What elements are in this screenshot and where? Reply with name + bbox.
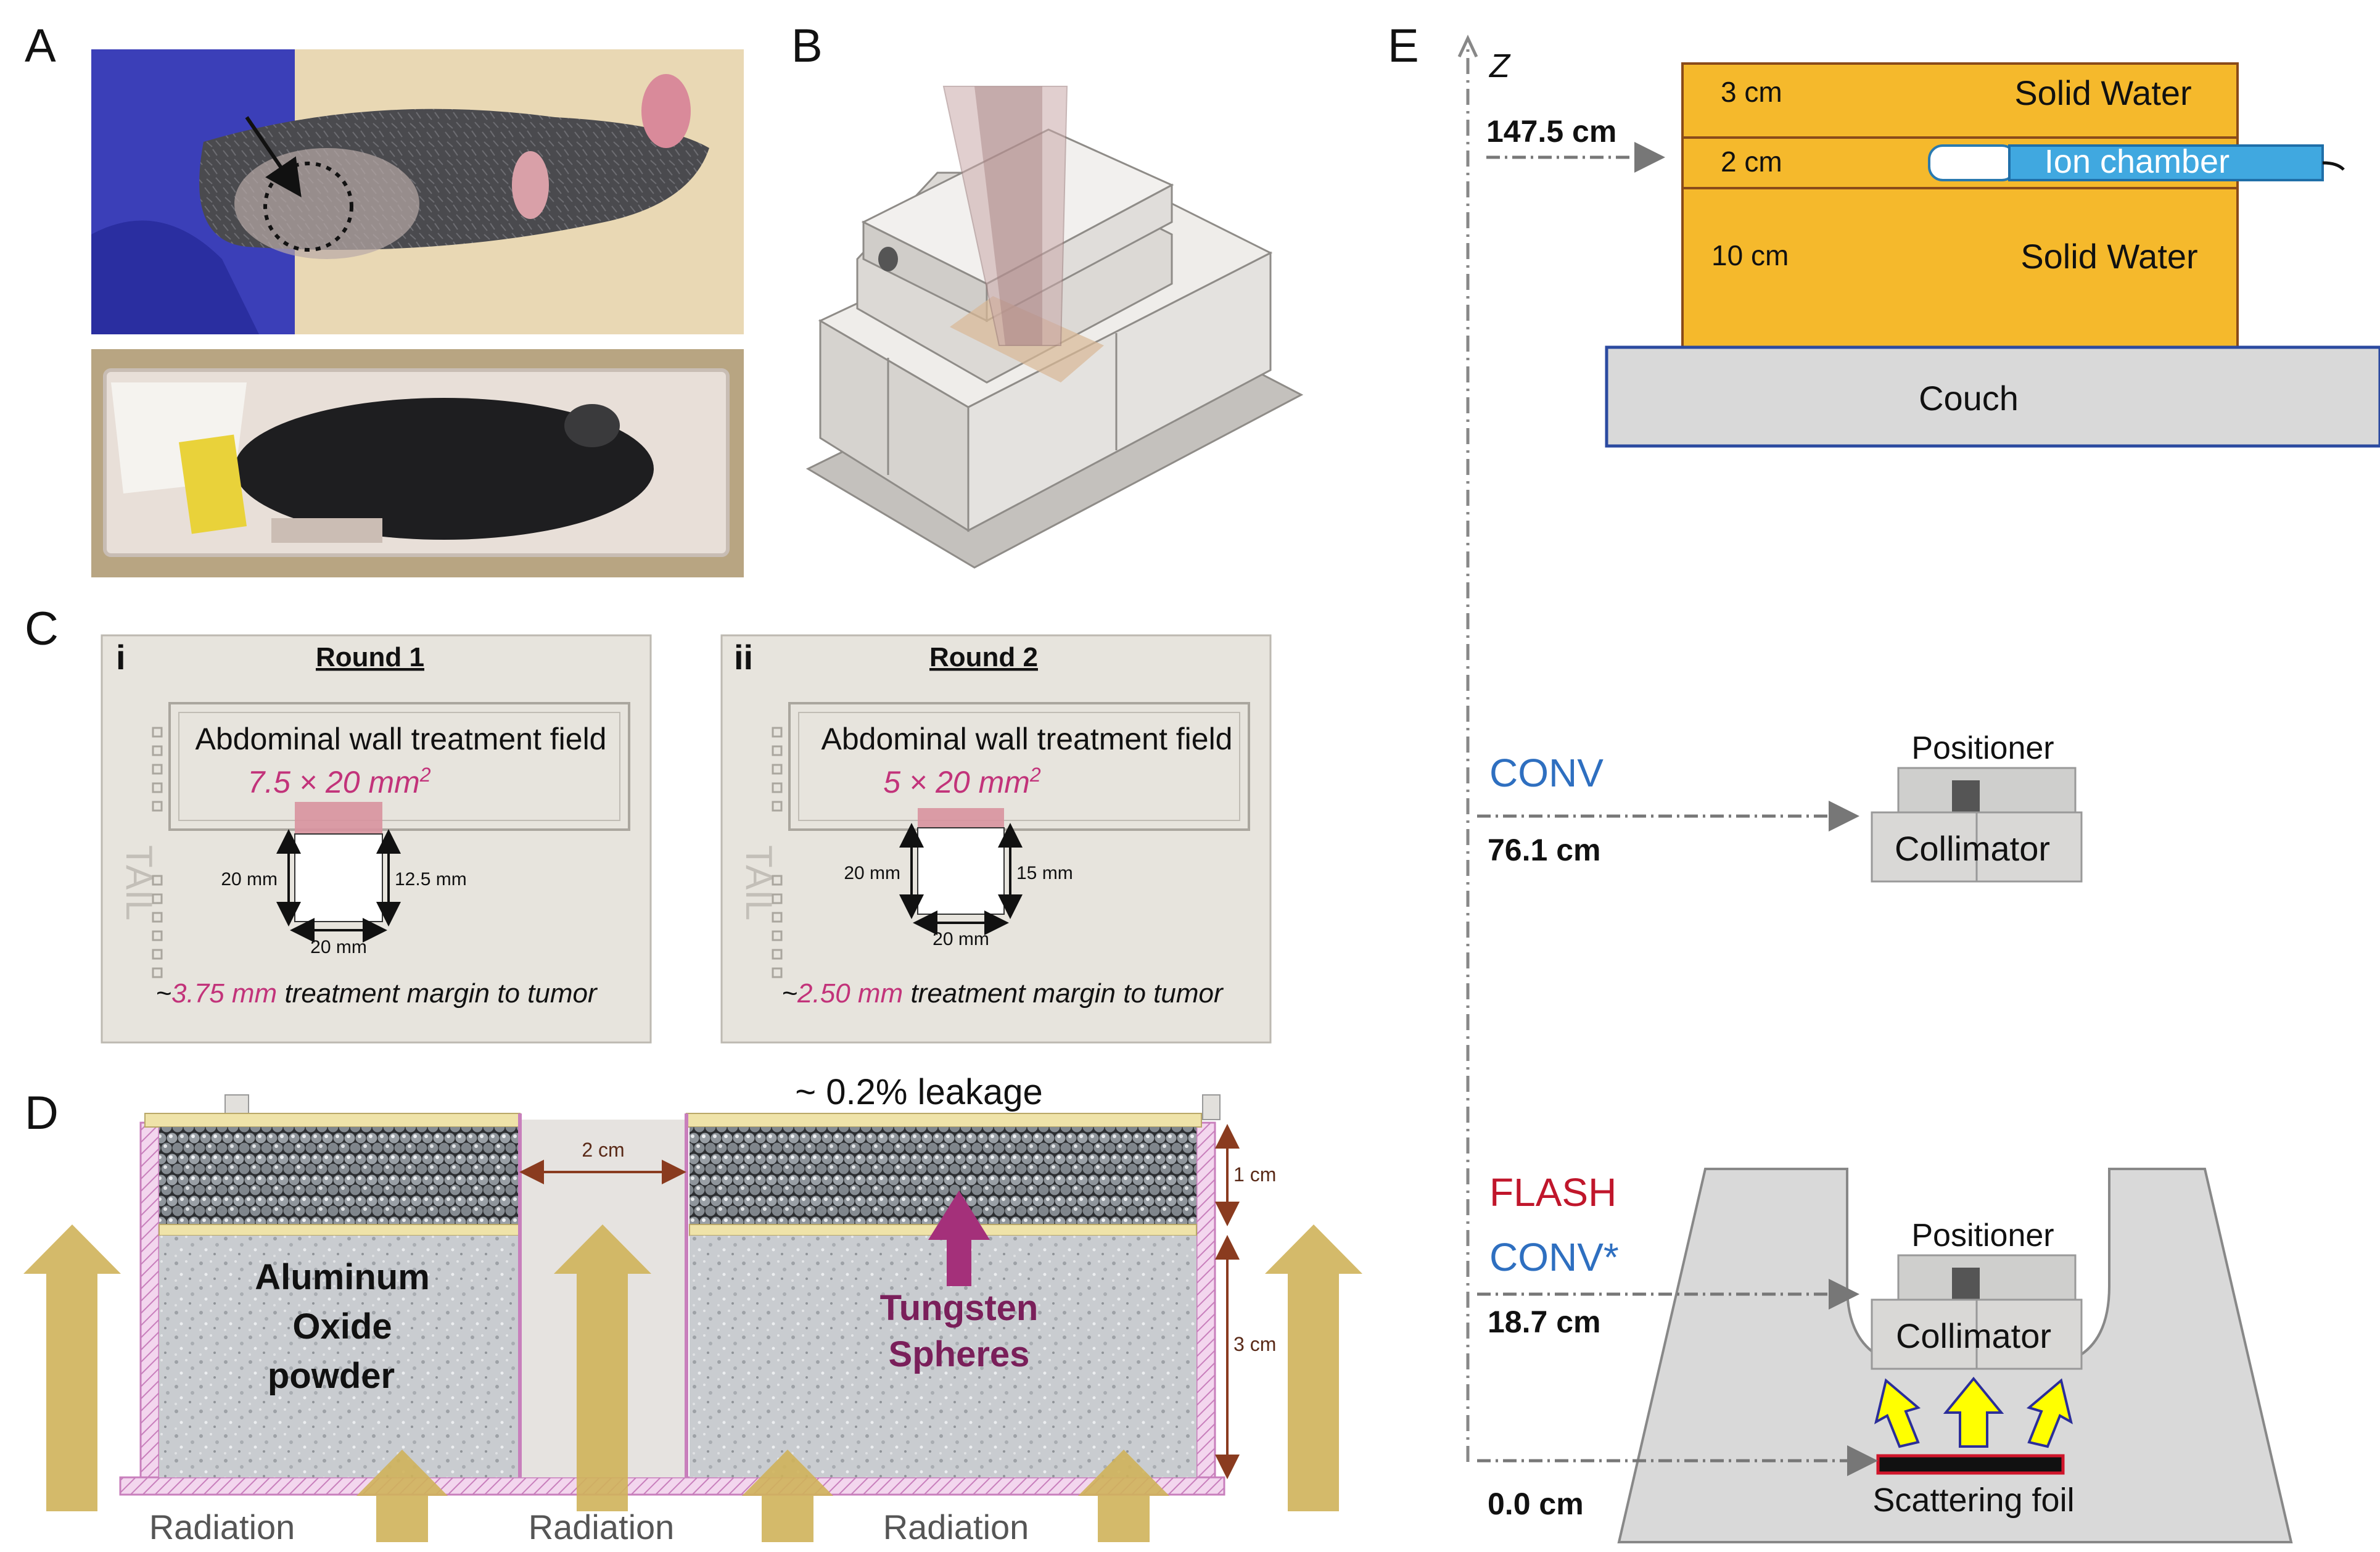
round-roman: i [116, 638, 126, 677]
left-dimension: 20 mm [221, 869, 278, 890]
round-roman: ii [734, 638, 753, 677]
side-dimension: 3 cm [1233, 1333, 1276, 1355]
tungsten-label: Tungsten [880, 1288, 1039, 1328]
tail-label: TAIL [738, 845, 780, 920]
flash-positioner-label: Positioner [1911, 1218, 2054, 1253]
flash-collimator-label: Collimator [1896, 1316, 2051, 1355]
couch-label: Couch [1919, 379, 2019, 418]
tail-label: TAIL [118, 845, 160, 920]
couch [1605, 345, 2380, 448]
scattering-foil-label: Scattering foil [1872, 1482, 2074, 1519]
phantom-stack: 3 cm Solid Water 2 cm Ion chamber 10 cm … [1486, 62, 2380, 448]
margin-text: ~2.50 mm treatment margin to tumor [781, 978, 1224, 1009]
tungsten-arrow [928, 1191, 990, 1286]
conv-height: 76.1 cm [1488, 833, 1600, 867]
aluminum-label: Aluminum [255, 1257, 430, 1297]
bottom-dimension: 20 mm [933, 929, 989, 949]
radiation-label-right: Radiation [883, 1508, 1029, 1546]
ion-chamber-label: Ion chamber [2044, 143, 2230, 180]
ruler-ticks [152, 727, 163, 978]
panel-label-a: A [25, 20, 56, 72]
conv-star-label: CONV* [1489, 1235, 1619, 1279]
gap-dimension: 2 cm [582, 1139, 624, 1161]
panel-label-b: B [791, 20, 823, 72]
field-size: 7.5 × 20 mm2 [247, 764, 430, 799]
panel-label-d: D [25, 1087, 59, 1139]
left-dimension: 20 mm [844, 863, 900, 883]
round-1-diagram: TAIL i Round 1 Abdominal wall treatment … [101, 634, 652, 1044]
field-size: 5 × 20 mm2 [883, 764, 1041, 799]
shield-cross-section: ~ 0.2% leakage 2 cm 1 cm 3 cm Aluminum O… [23, 1072, 1362, 1546]
flash-mode-label: FLASH [1489, 1170, 1616, 1215]
top-thickness: 3 cm [1721, 76, 1782, 108]
top-dimension: 1 cm [1233, 1163, 1276, 1186]
ion-chamber-tip [1928, 144, 2017, 181]
bottom-material: Solid Water [2020, 237, 2197, 276]
ion-chamber [2008, 144, 2324, 181]
irradiation-jig-3d-model [805, 86, 1304, 569]
round-2-diagram: TAIL ii Round 2 Abdominal wall treatment… [720, 634, 1272, 1044]
conv-mode-label: CONV [1489, 751, 1604, 795]
conv-setup: CONV 76.1 cm Positioner Collimator [1477, 730, 2083, 883]
top-material: Solid Water [2014, 73, 2191, 112]
bottom-thickness: 10 cm [1711, 239, 1789, 271]
right-dimension: 12.5 mm [395, 869, 467, 890]
radiation-label-center: Radiation [529, 1508, 675, 1546]
mouse-photo-top [91, 49, 744, 334]
ruler-ticks [772, 727, 783, 978]
mouse-photo-bottom [91, 349, 744, 577]
bottom-dimension: 20 mm [310, 937, 367, 957]
origin-height: 0.0 cm [1488, 1487, 1584, 1521]
right-dimension: 15 mm [1016, 863, 1073, 883]
spheres-label: Spheres [889, 1334, 1030, 1374]
radiation-arrows [23, 1224, 1362, 1542]
treatment-field-label: Abdominal wall treatment field [821, 722, 1233, 756]
panel-label-c: C [25, 603, 59, 655]
stack-height: 147.5 cm [1486, 114, 1616, 149]
flash-height: 18.7 cm [1488, 1305, 1600, 1339]
z-axis-label: Z [1488, 47, 1511, 85]
scattering-foil [1876, 1454, 2065, 1475]
radiation-label-left: Radiation [149, 1508, 295, 1546]
flash-setup: FLASH CONV* 18.7 cm Positioner Collimato… [1477, 1168, 2293, 1543]
margin-text: ~3.75 mm treatment margin to tumor [155, 978, 598, 1009]
round-title: Round 1 [316, 642, 424, 672]
round-title: Round 2 [929, 642, 1038, 672]
beam-arrows [1874, 1376, 2073, 1448]
panel-label-e: E [1388, 20, 1419, 72]
leakage-label: ~ 0.2% leakage [795, 1072, 1042, 1112]
powder-label: powder [268, 1356, 395, 1396]
treatment-field-label: Abdominal wall treatment field [196, 722, 607, 756]
mid-thickness: 2 cm [1721, 146, 1782, 178]
conv-collimator-label: Collimator [1895, 829, 2050, 868]
z-axis: Z [1457, 35, 1511, 1462]
oxide-label: Oxide [292, 1306, 392, 1347]
conv-positioner-label: Positioner [1911, 730, 2054, 766]
